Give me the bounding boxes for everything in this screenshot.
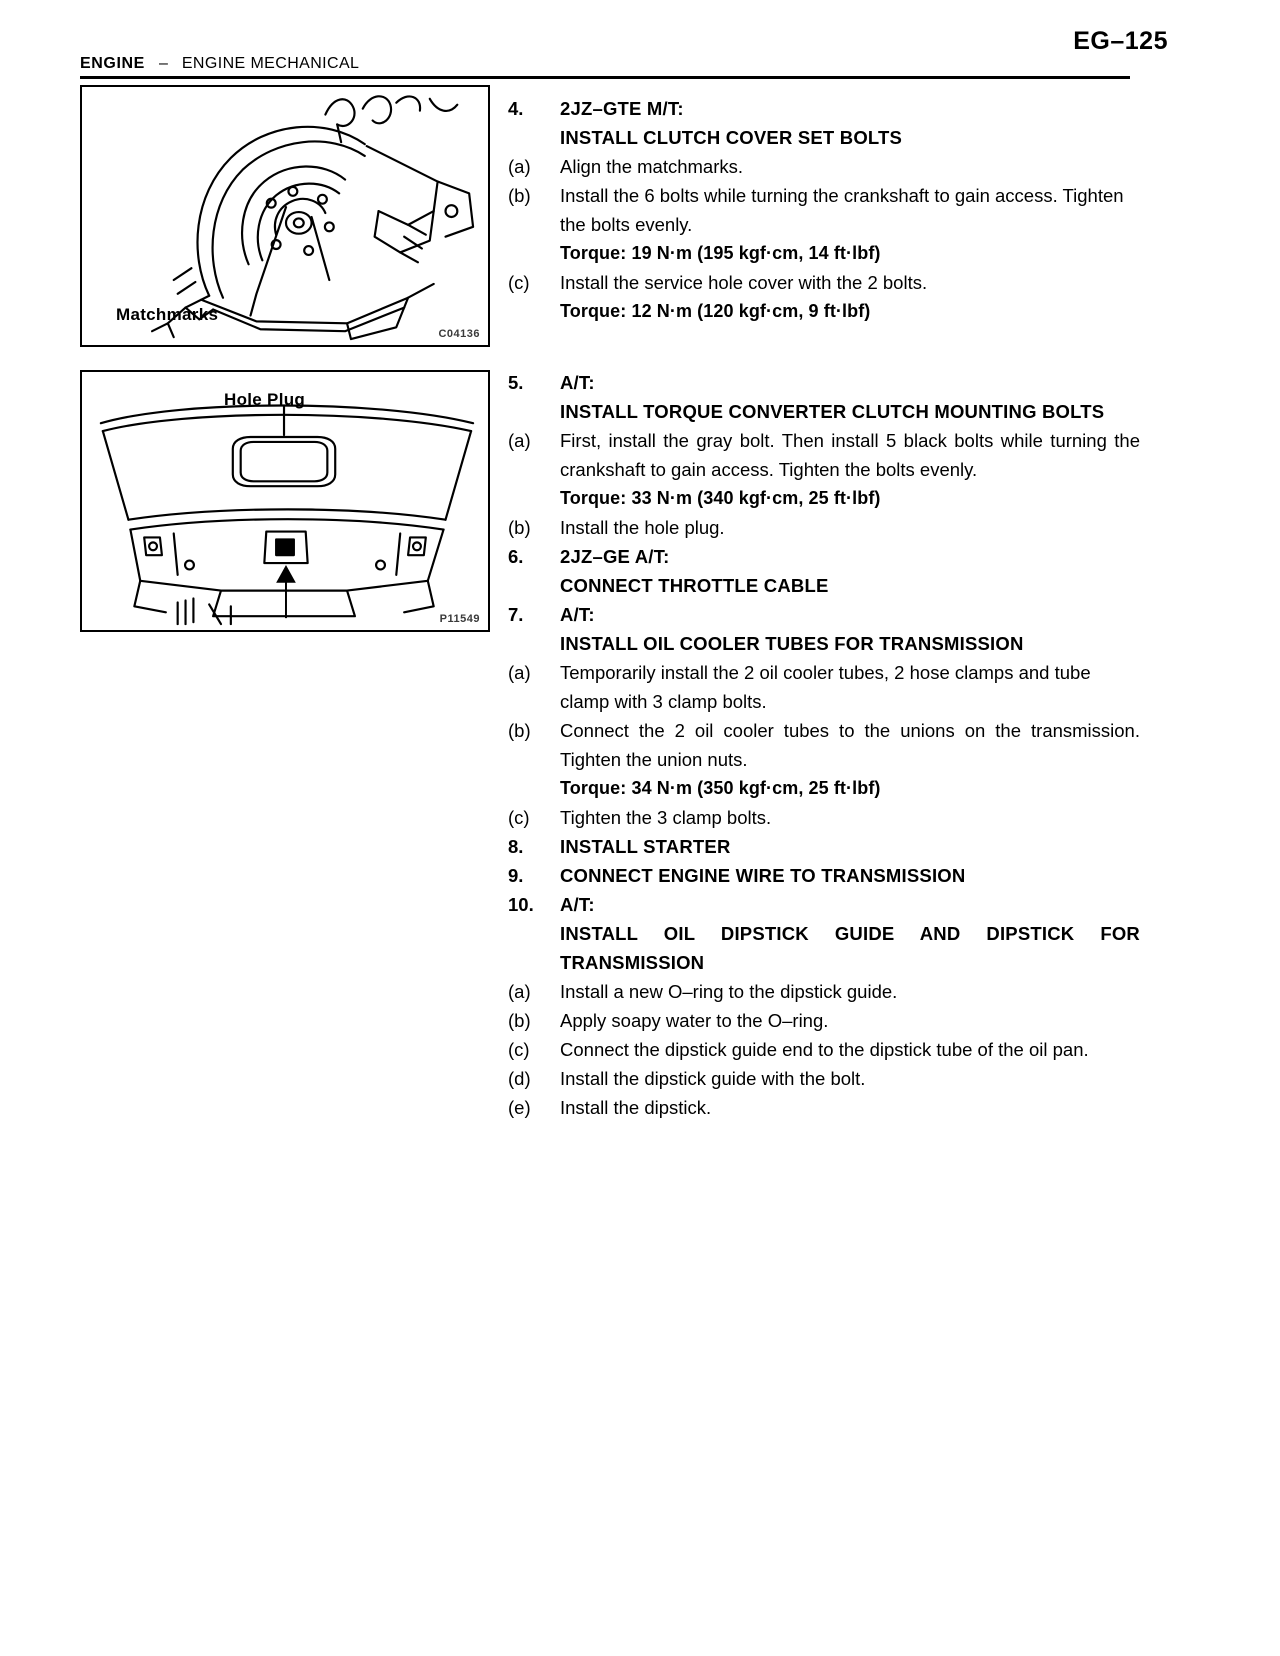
- page-header: ENGINE–ENGINE MECHANICAL: [80, 55, 1130, 77]
- step-9-title: CONNECT ENGINE WIRE TO TRANSMISSION: [560, 865, 966, 886]
- figure-2-code: P11549: [439, 613, 480, 625]
- header-section: ENGINE: [80, 55, 145, 72]
- page-number: EG–125: [1073, 27, 1168, 55]
- step-7-substep-a: (a) Temporarily install the 2 oil cooler…: [508, 658, 1140, 716]
- step-10-substep-a-text: Install a new O–ring to the dipstick gui…: [560, 981, 898, 1002]
- step-7-substep-a-text: Temporarily install the 2 oil cooler tub…: [560, 662, 1091, 712]
- step-10-substep-b: (b) Apply soapy water to the O–ring.: [508, 1006, 1140, 1035]
- header-separator: –: [158, 55, 168, 72]
- header-subsection: ENGINE MECHANICAL: [181, 55, 360, 72]
- step-5-title-row: 5. A/T:: [508, 368, 1140, 397]
- step-10-substep-c: (c) Connect the dipstick guide end to th…: [508, 1035, 1140, 1064]
- step-5-title-line1: A/T:: [560, 372, 595, 393]
- header-divider: [80, 76, 1130, 79]
- step-8-title: INSTALL STARTER: [560, 836, 731, 857]
- step-4-substep-a-text: Align the matchmarks.: [560, 156, 744, 177]
- step-7-substep-c: (c) Tighten the 3 clamp bolts.: [508, 803, 1140, 832]
- step-4-substep-c-text: Install the service hole cover with the …: [560, 272, 928, 293]
- step-10-substep-c-text: Connect the dipstick guide end to the di…: [560, 1039, 1089, 1060]
- step-4: 4. 2JZ–GTE M/T: INSTALL CLUTCH COVER SET…: [508, 94, 1140, 326]
- step-4-substep-b: (b) Install the 6 bolts while turning th…: [508, 181, 1140, 239]
- pointer-arrow-icon: [276, 565, 296, 619]
- step-5-substep-a: (a) First, install the gray bolt. Then i…: [508, 426, 1140, 484]
- step-6-number: 6.: [508, 546, 524, 567]
- step-5-substep-a-text: First, install the gray bolt. Then insta…: [560, 430, 1140, 480]
- step-4-number: 4.: [508, 98, 524, 119]
- step-9-number: 9.: [508, 865, 524, 886]
- figure-1-caption-matchmarks: Matchmarks: [116, 305, 219, 324]
- figure-1-code: C04136: [438, 328, 480, 340]
- step-10-title-line2: INSTALL OIL DIPSTICK GUIDE AND DIPSTICK …: [560, 923, 1140, 973]
- step-4-substep-b-marker: (b): [508, 185, 531, 206]
- step-10-substep-b-marker: (b): [508, 1010, 531, 1031]
- figure-hole-plug: Hole Plug P11549: [80, 370, 490, 632]
- step-4-substep-b-text: Install the 6 bolts while turning the cr…: [560, 185, 1124, 235]
- step-10: 10. A/T: INSTALL OIL DIPSTICK GUIDE AND …: [508, 890, 1140, 1122]
- step-10-substep-a-marker: (a): [508, 981, 531, 1002]
- step-4-substep-c-marker: (c): [508, 272, 530, 293]
- step-10-substep-d-marker: (d): [508, 1068, 531, 1089]
- step-7-substep-b-torque: Torque: 34 N·m (350 kgf·cm, 25 ft·lbf): [560, 778, 881, 798]
- step-7-substep-c-text: Tighten the 3 clamp bolts.: [560, 807, 772, 828]
- step-7-substep-b-text: Connect the 2 oil cooler tubes to the un…: [560, 720, 1140, 770]
- step-5-title-line2: INSTALL TORQUE CONVERTER CLUTCH MOUNTING…: [560, 401, 1105, 422]
- step-4-substep-a: (a) Align the matchmarks.: [508, 152, 1140, 181]
- step-7-title-line2: INSTALL OIL COOLER TUBES FOR TRANSMISSIO…: [560, 633, 1024, 654]
- step-10-substep-e-text: Install the dipstick.: [560, 1097, 712, 1118]
- step-4-title-line2: INSTALL CLUTCH COVER SET BOLTS: [560, 127, 903, 148]
- step-7: 7. A/T: INSTALL OIL COOLER TUBES FOR TRA…: [508, 600, 1140, 832]
- step-10-substep-a: (a) Install a new O–ring to the dipstick…: [508, 977, 1140, 1006]
- step-8: 8. INSTALL STARTER: [508, 832, 1140, 861]
- step-10-substep-b-text: Apply soapy water to the O–ring.: [560, 1010, 829, 1031]
- step-4-substep-c-torque: Torque: 12 N·m (120 kgf·cm, 9 ft·lbf): [560, 301, 871, 321]
- procedure-steps: 4. 2JZ–GTE M/T: INSTALL CLUTCH COVER SET…: [508, 94, 1140, 1122]
- step-9: 9. CONNECT ENGINE WIRE TO TRANSMISSION: [508, 861, 1140, 890]
- step-10-substep-d: (d) Install the dipstick guide with the …: [508, 1064, 1140, 1093]
- step-6-title-line2: CONNECT THROTTLE CABLE: [560, 575, 829, 596]
- figure-2-caption-hole-plug: Hole Plug: [224, 390, 306, 409]
- step-4-substep-b-torque: Torque: 19 N·m (195 kgf·cm, 14 ft·lbf): [560, 243, 881, 263]
- step-7-substep-b: (b) Connect the 2 oil cooler tubes to th…: [508, 716, 1140, 774]
- step-7-substep-a-marker: (a): [508, 662, 531, 683]
- step-10-substep-c-marker: (c): [508, 1039, 530, 1060]
- step-5-substep-b-text: Install the hole plug.: [560, 517, 725, 538]
- step-5-number: 5.: [508, 372, 524, 393]
- step-6-title-row: 6. 2JZ–GE A/T:: [508, 542, 1140, 571]
- step-spacer: [508, 326, 1140, 368]
- step-6: 6. 2JZ–GE A/T: CONNECT THROTTLE CABLE: [508, 542, 1140, 600]
- step-7-substep-b-marker: (b): [508, 720, 531, 741]
- step-5-substep-b-marker: (b): [508, 517, 531, 538]
- step-4-substep-c: (c) Install the service hole cover with …: [508, 268, 1140, 297]
- step-4-title-line1: 2JZ–GTE M/T:: [560, 98, 684, 119]
- step-7-title-line1: A/T:: [560, 604, 595, 625]
- step-10-title-row: 10. A/T:: [508, 890, 1140, 919]
- step-7-number: 7.: [508, 604, 524, 625]
- figure-clutch-cover-matchmarks: Matchmarks C04136: [80, 85, 490, 347]
- step-10-substep-d-text: Install the dipstick guide with the bolt…: [560, 1068, 866, 1089]
- step-4-title-row: 4. 2JZ–GTE M/T:: [508, 94, 1140, 123]
- step-7-title-row: 7. A/T:: [508, 600, 1140, 629]
- step-5: 5. A/T: INSTALL TORQUE CONVERTER CLUTCH …: [508, 368, 1140, 542]
- step-10-number: 10.: [508, 894, 534, 915]
- step-5-substep-a-torque: Torque: 33 N·m (340 kgf·cm, 25 ft·lbf): [560, 488, 881, 508]
- figure-2-illustration: [99, 404, 475, 626]
- step-7-substep-c-marker: (c): [508, 807, 530, 828]
- step-10-title-line1: A/T:: [560, 894, 595, 915]
- step-6-title-line1: 2JZ–GE A/T:: [560, 546, 670, 567]
- step-10-substep-e-marker: (e): [508, 1097, 531, 1118]
- step-5-substep-b: (b) Install the hole plug.: [508, 513, 1140, 542]
- step-5-substep-a-marker: (a): [508, 430, 531, 451]
- step-4-substep-a-marker: (a): [508, 156, 531, 177]
- step-10-substep-e: (e) Install the dipstick.: [508, 1093, 1140, 1122]
- figure-1-illustration: [150, 95, 475, 341]
- step-8-number: 8.: [508, 836, 524, 857]
